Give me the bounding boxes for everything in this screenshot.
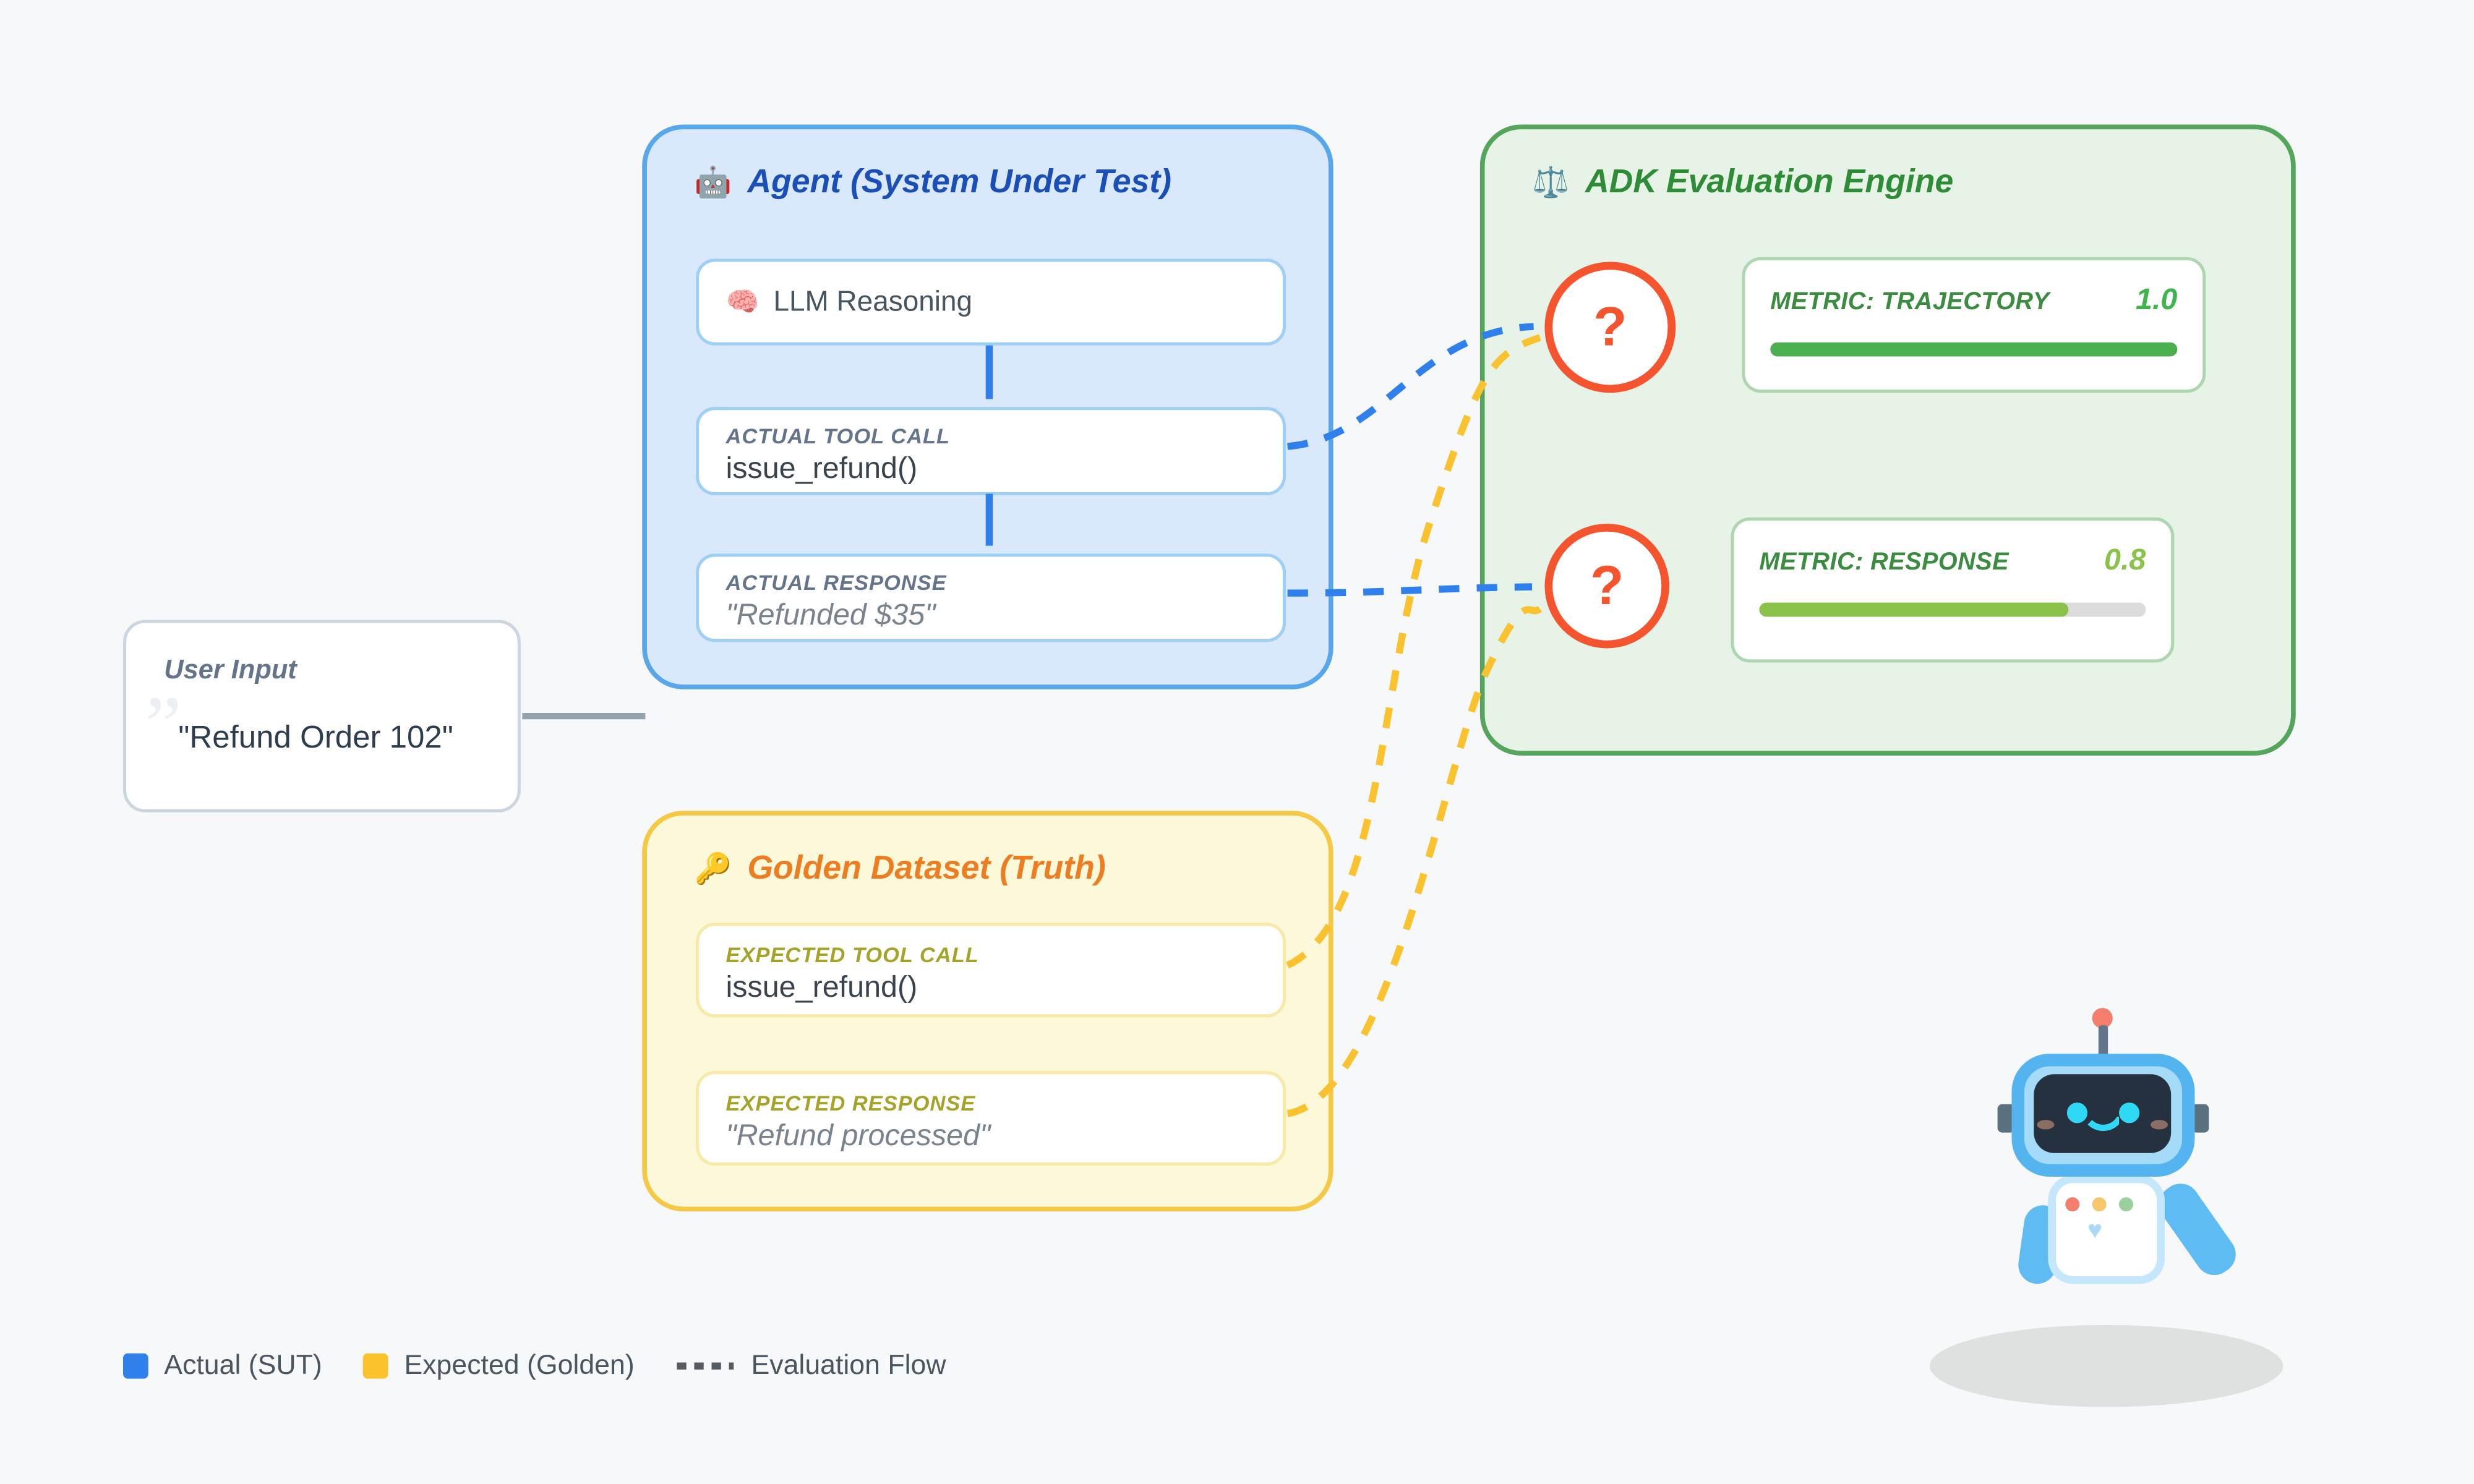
golden-dataset-panel: 🔑 Golden Dataset (Truth) EXPECTED TOOL C…: [642, 811, 1333, 1212]
robot-mascot: ♥: [1924, 1000, 2318, 1420]
metric-trajectory-bar-track: [1770, 342, 2178, 357]
metric-trajectory-bar-fill: [1770, 342, 2178, 357]
robot-antenna-ball: [2092, 1008, 2113, 1029]
robot-body: [2048, 1175, 2165, 1284]
agent-panel-header: 🤖 Agent (System Under Test): [694, 164, 1171, 202]
robot-cheek-right: [2151, 1120, 2168, 1130]
robot-arm-right: [2151, 1176, 2243, 1283]
legend-label-evaluation-flow: Evaluation Flow: [751, 1349, 946, 1381]
actual-tool-call-label: ACTUAL TOOL CALL: [726, 424, 951, 448]
user-input-value: "Refund Order 102": [178, 720, 453, 756]
expected-response-value: "Refund processed": [726, 1120, 991, 1153]
metric-trajectory-value: 1.0: [2136, 284, 2178, 317]
robot-emoji-icon: 🤖: [694, 167, 732, 200]
actual-response-value: "Refunded $35": [726, 599, 936, 633]
expected-tool-call-card: EXPECTED TOOL CALL issue_refund(): [695, 923, 1286, 1018]
legend-item-actual: Actual (SUT): [122, 1349, 322, 1382]
robot-chest-dot-green: [2119, 1197, 2133, 1212]
balance-scale-emoji-icon: ⚖️: [1532, 167, 1570, 200]
legend-label-expected: Expected (Golden): [404, 1349, 635, 1381]
robot-heart-icon: ♥: [2087, 1217, 2103, 1245]
user-input-title: User Input: [164, 654, 297, 685]
expected-response-card: EXPECTED RESPONSE "Refund processed": [695, 1071, 1286, 1166]
llm-reasoning-label: LLM Reasoning: [773, 285, 973, 317]
question-mark-label: ?: [1593, 296, 1627, 357]
legend-swatch-actual: [122, 1352, 148, 1378]
metric-response-bar-track: [1759, 602, 2146, 617]
actual-response-card: ACTUAL RESPONSE "Refunded $35": [695, 553, 1286, 642]
expected-response-label: EXPECTED RESPONSE: [726, 1091, 976, 1115]
decorative-quote-icon: ”: [145, 681, 182, 772]
robot-chest-dot-yellow: [2092, 1197, 2107, 1212]
legend-dashed-line-icon: [677, 1362, 734, 1369]
question-circle-response: ?: [1544, 523, 1669, 649]
legend-item-evaluation-flow: Evaluation Flow: [675, 1349, 946, 1382]
robot-smile: [2081, 1104, 2126, 1132]
robot-chest-dot-red: [2065, 1197, 2080, 1212]
question-circle-trajectory: ?: [1544, 262, 1676, 393]
metric-card-trajectory: METRIC: TRAJECTORY 1.0: [1742, 257, 2206, 393]
metric-trajectory-label: METRIC: TRAJECTORY: [1770, 288, 2050, 316]
llm-reasoning-card: 🧠 LLM Reasoning: [695, 258, 1286, 346]
robot-cheek-left: [2037, 1120, 2055, 1130]
brain-emoji-icon: 🧠: [726, 286, 760, 317]
golden-panel-title: Golden Dataset (Truth): [747, 850, 1106, 887]
actual-response-label: ACTUAL RESPONSE: [726, 571, 947, 595]
metric-response-label: METRIC: RESPONSE: [1759, 548, 2010, 576]
metric-card-response: METRIC: RESPONSE 0.8: [1731, 517, 2175, 663]
engine-panel-header: ⚖️ ADK Evaluation Engine: [1532, 164, 1953, 202]
robot-antenna-stem: [2098, 1025, 2108, 1060]
user-input-card: User Input ” "Refund Order 102": [122, 620, 521, 812]
metric-response-value: 0.8: [2104, 544, 2146, 578]
engine-panel-title: ADK Evaluation Engine: [1585, 164, 1954, 200]
golden-panel-header: 🔑 Golden Dataset (Truth): [694, 850, 1105, 888]
key-emoji-icon: 🔑: [694, 853, 732, 887]
legend-item-expected: Expected (Golden): [363, 1349, 635, 1382]
agent-panel-title: Agent (System Under Test): [747, 164, 1171, 200]
metric-response-bar-fill: [1759, 602, 2069, 617]
robot-shadow: [1929, 1324, 2284, 1407]
legend-label-actual: Actual (SUT): [164, 1349, 322, 1381]
legend: Actual (SUT) Expected (Golden) Evaluatio…: [122, 1349, 946, 1382]
question-mark-label: ?: [1590, 554, 1624, 616]
expected-tool-call-label: EXPECTED TOOL CALL: [726, 943, 979, 967]
agent-panel: 🤖 Agent (System Under Test) 🧠 LLM Reason…: [642, 124, 1333, 689]
actual-tool-call-card: ACTUAL TOOL CALL issue_refund(): [695, 407, 1286, 496]
expected-tool-call-value: issue_refund(): [726, 971, 918, 1005]
legend-swatch-expected: [363, 1352, 388, 1378]
actual-tool-call-value: issue_refund(): [726, 453, 918, 486]
